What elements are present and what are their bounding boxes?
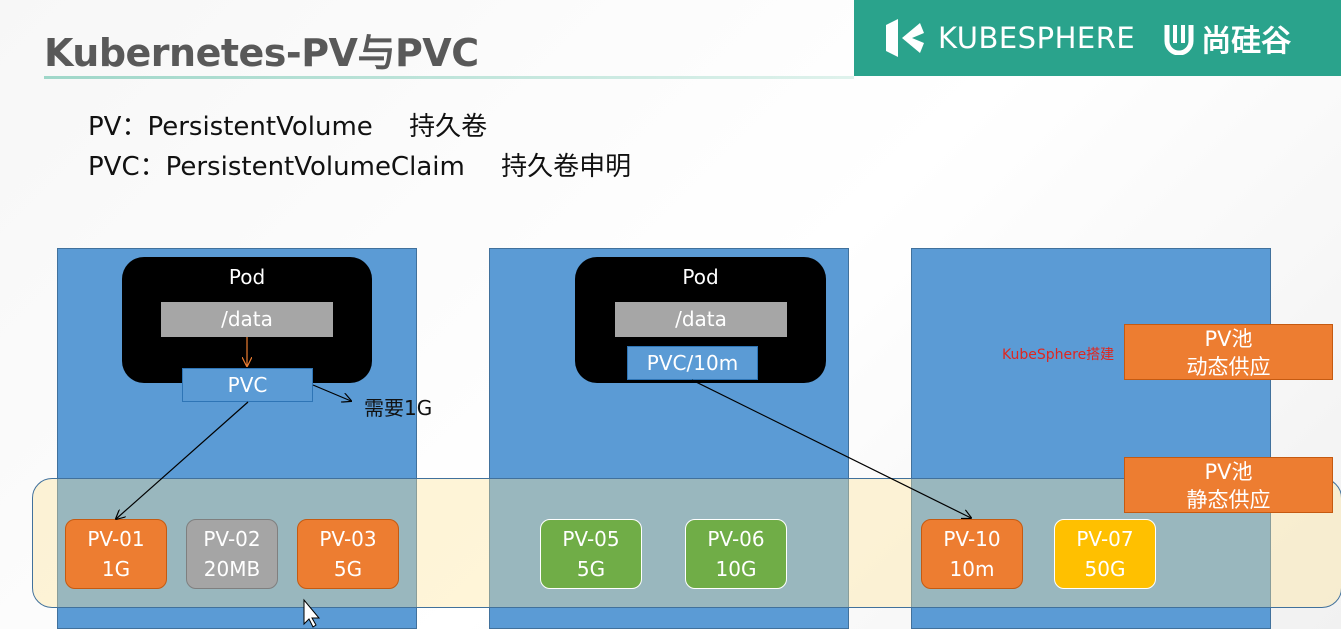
need-annotation: 需要1G (364, 396, 433, 420)
definition-term: PVC：PersistentVolumeClaim (88, 152, 465, 182)
pv-box: PV-07 50G (1054, 519, 1156, 589)
pv-box: PV-05 5G (540, 519, 642, 589)
definition-term: PV：PersistentVolume (88, 112, 373, 142)
brand-cn: 尚硅谷 (1201, 24, 1292, 59)
pv-size: 10m (949, 557, 995, 581)
pod-label: Pod (682, 265, 719, 289)
pv-name: PV-05 (562, 527, 620, 551)
brand-name: KUBESPHERE (938, 21, 1136, 55)
title-underline (44, 76, 854, 79)
definition-meaning: 持久卷申明 (501, 152, 632, 182)
pvc-box: PVC/10m (627, 346, 758, 380)
static-pool-label: PV池 静态供应 (1124, 457, 1333, 513)
kubesphere-build-annotation: KubeSphere搭建 (1002, 347, 1115, 363)
pool-kind: 静态供应 (1186, 488, 1271, 512)
definition-meaning: 持久卷 (409, 112, 488, 142)
pv-size: 5G (576, 557, 606, 581)
pvc-box: PVC (182, 368, 313, 402)
dynamic-pool-label: PV池 动态供应 (1124, 324, 1333, 380)
pv-name: PV-10 (943, 527, 1001, 551)
page-title: Kubernetes-PV与PVC (44, 31, 479, 75)
pv-box: PV-10 10m (921, 519, 1023, 589)
mount-path: /data (161, 302, 333, 337)
pool-name: PV池 (1204, 460, 1253, 484)
pv-size: 20MB (203, 557, 261, 581)
pv-size: 50G (1084, 557, 1126, 581)
definition-pvc: PVC：PersistentVolumeClaim 持久卷申明 (88, 146, 631, 183)
atguigu-logo-icon (1164, 25, 1194, 55)
pv-box: PV-06 10G (685, 519, 787, 589)
pv-name: PV-02 (203, 527, 261, 551)
pv-box: PV-03 5G (297, 519, 399, 589)
pv-box: PV-02 20MB (186, 519, 278, 589)
pv-box: PV-01 1G (65, 519, 167, 589)
kubesphere-logo-icon (886, 19, 924, 57)
pv-name: PV-01 (87, 527, 145, 551)
pool-name: PV池 (1204, 327, 1253, 351)
pod-label: Pod (228, 265, 266, 289)
pv-size: 10G (715, 557, 757, 581)
mount-path: /data (615, 302, 787, 337)
pv-name: PV-03 (319, 527, 377, 551)
pv-size: 5G (333, 557, 363, 581)
pool-kind: 动态供应 (1186, 355, 1271, 379)
pv-name: PV-07 (1076, 527, 1134, 551)
pv-name: PV-06 (707, 527, 765, 551)
pv-size: 1G (101, 557, 131, 581)
definition-pv: PV：PersistentVolume 持久卷 (88, 106, 487, 143)
brand-bar: KUBESPHERE 尚硅谷 (854, 0, 1341, 76)
